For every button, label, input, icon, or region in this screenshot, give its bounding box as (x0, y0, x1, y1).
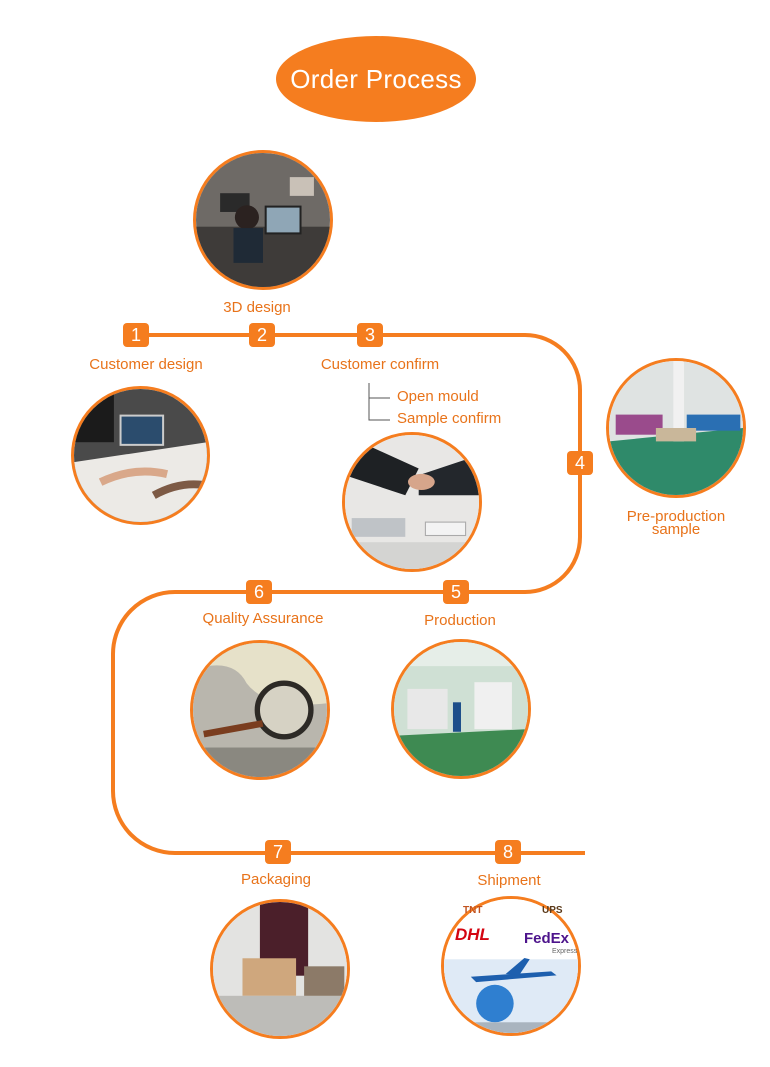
packaging-photo (210, 899, 350, 1039)
page-title: Order Process (290, 63, 462, 94)
step-3-badge: 3 (357, 323, 383, 347)
step-5-label: Production (424, 612, 496, 629)
step-4-label: Pre-production sample (626, 508, 726, 538)
dhl-logo: DHL (455, 925, 490, 944)
step-2-label: 3D design (223, 299, 291, 316)
step-6-badge: 6 (246, 580, 272, 604)
sub-item-sample-confirm: Sample confirm (397, 410, 502, 427)
ups-logo: UPS (542, 905, 563, 916)
customer-confirm-photo (342, 432, 482, 572)
shipment-photo (441, 896, 581, 1036)
fedex-logo: FedEx (524, 930, 570, 947)
step-5-badge: 5 (443, 580, 469, 604)
quality-assurance-photo (190, 640, 330, 780)
step-8-label: Shipment (477, 872, 541, 889)
step-1-badge: 1 (123, 323, 149, 347)
tnt-logo: TNT (463, 905, 483, 916)
step-4-badge: 4 (567, 451, 593, 475)
step-7-label: Packaging (240, 871, 312, 888)
title-banner: Order Process (276, 36, 476, 122)
step-1-label: Customer design (89, 356, 203, 373)
production-photo (391, 639, 531, 779)
sub-items-bracket (368, 383, 390, 421)
pre-production-sample-photo (606, 358, 746, 498)
step-3-label: Customer confirm (320, 356, 440, 373)
sub-item-open-mould: Open mould (397, 388, 479, 405)
step-8-badge: 8 (495, 840, 521, 864)
step-6-label: Quality Assurance (202, 610, 324, 627)
customer-design-photo (71, 386, 210, 525)
step-7-badge: 7 (265, 840, 291, 864)
step-2-badge: 2 (249, 323, 275, 347)
3d-design-photo (193, 150, 333, 290)
fedex-express-label: Express (552, 948, 578, 955)
